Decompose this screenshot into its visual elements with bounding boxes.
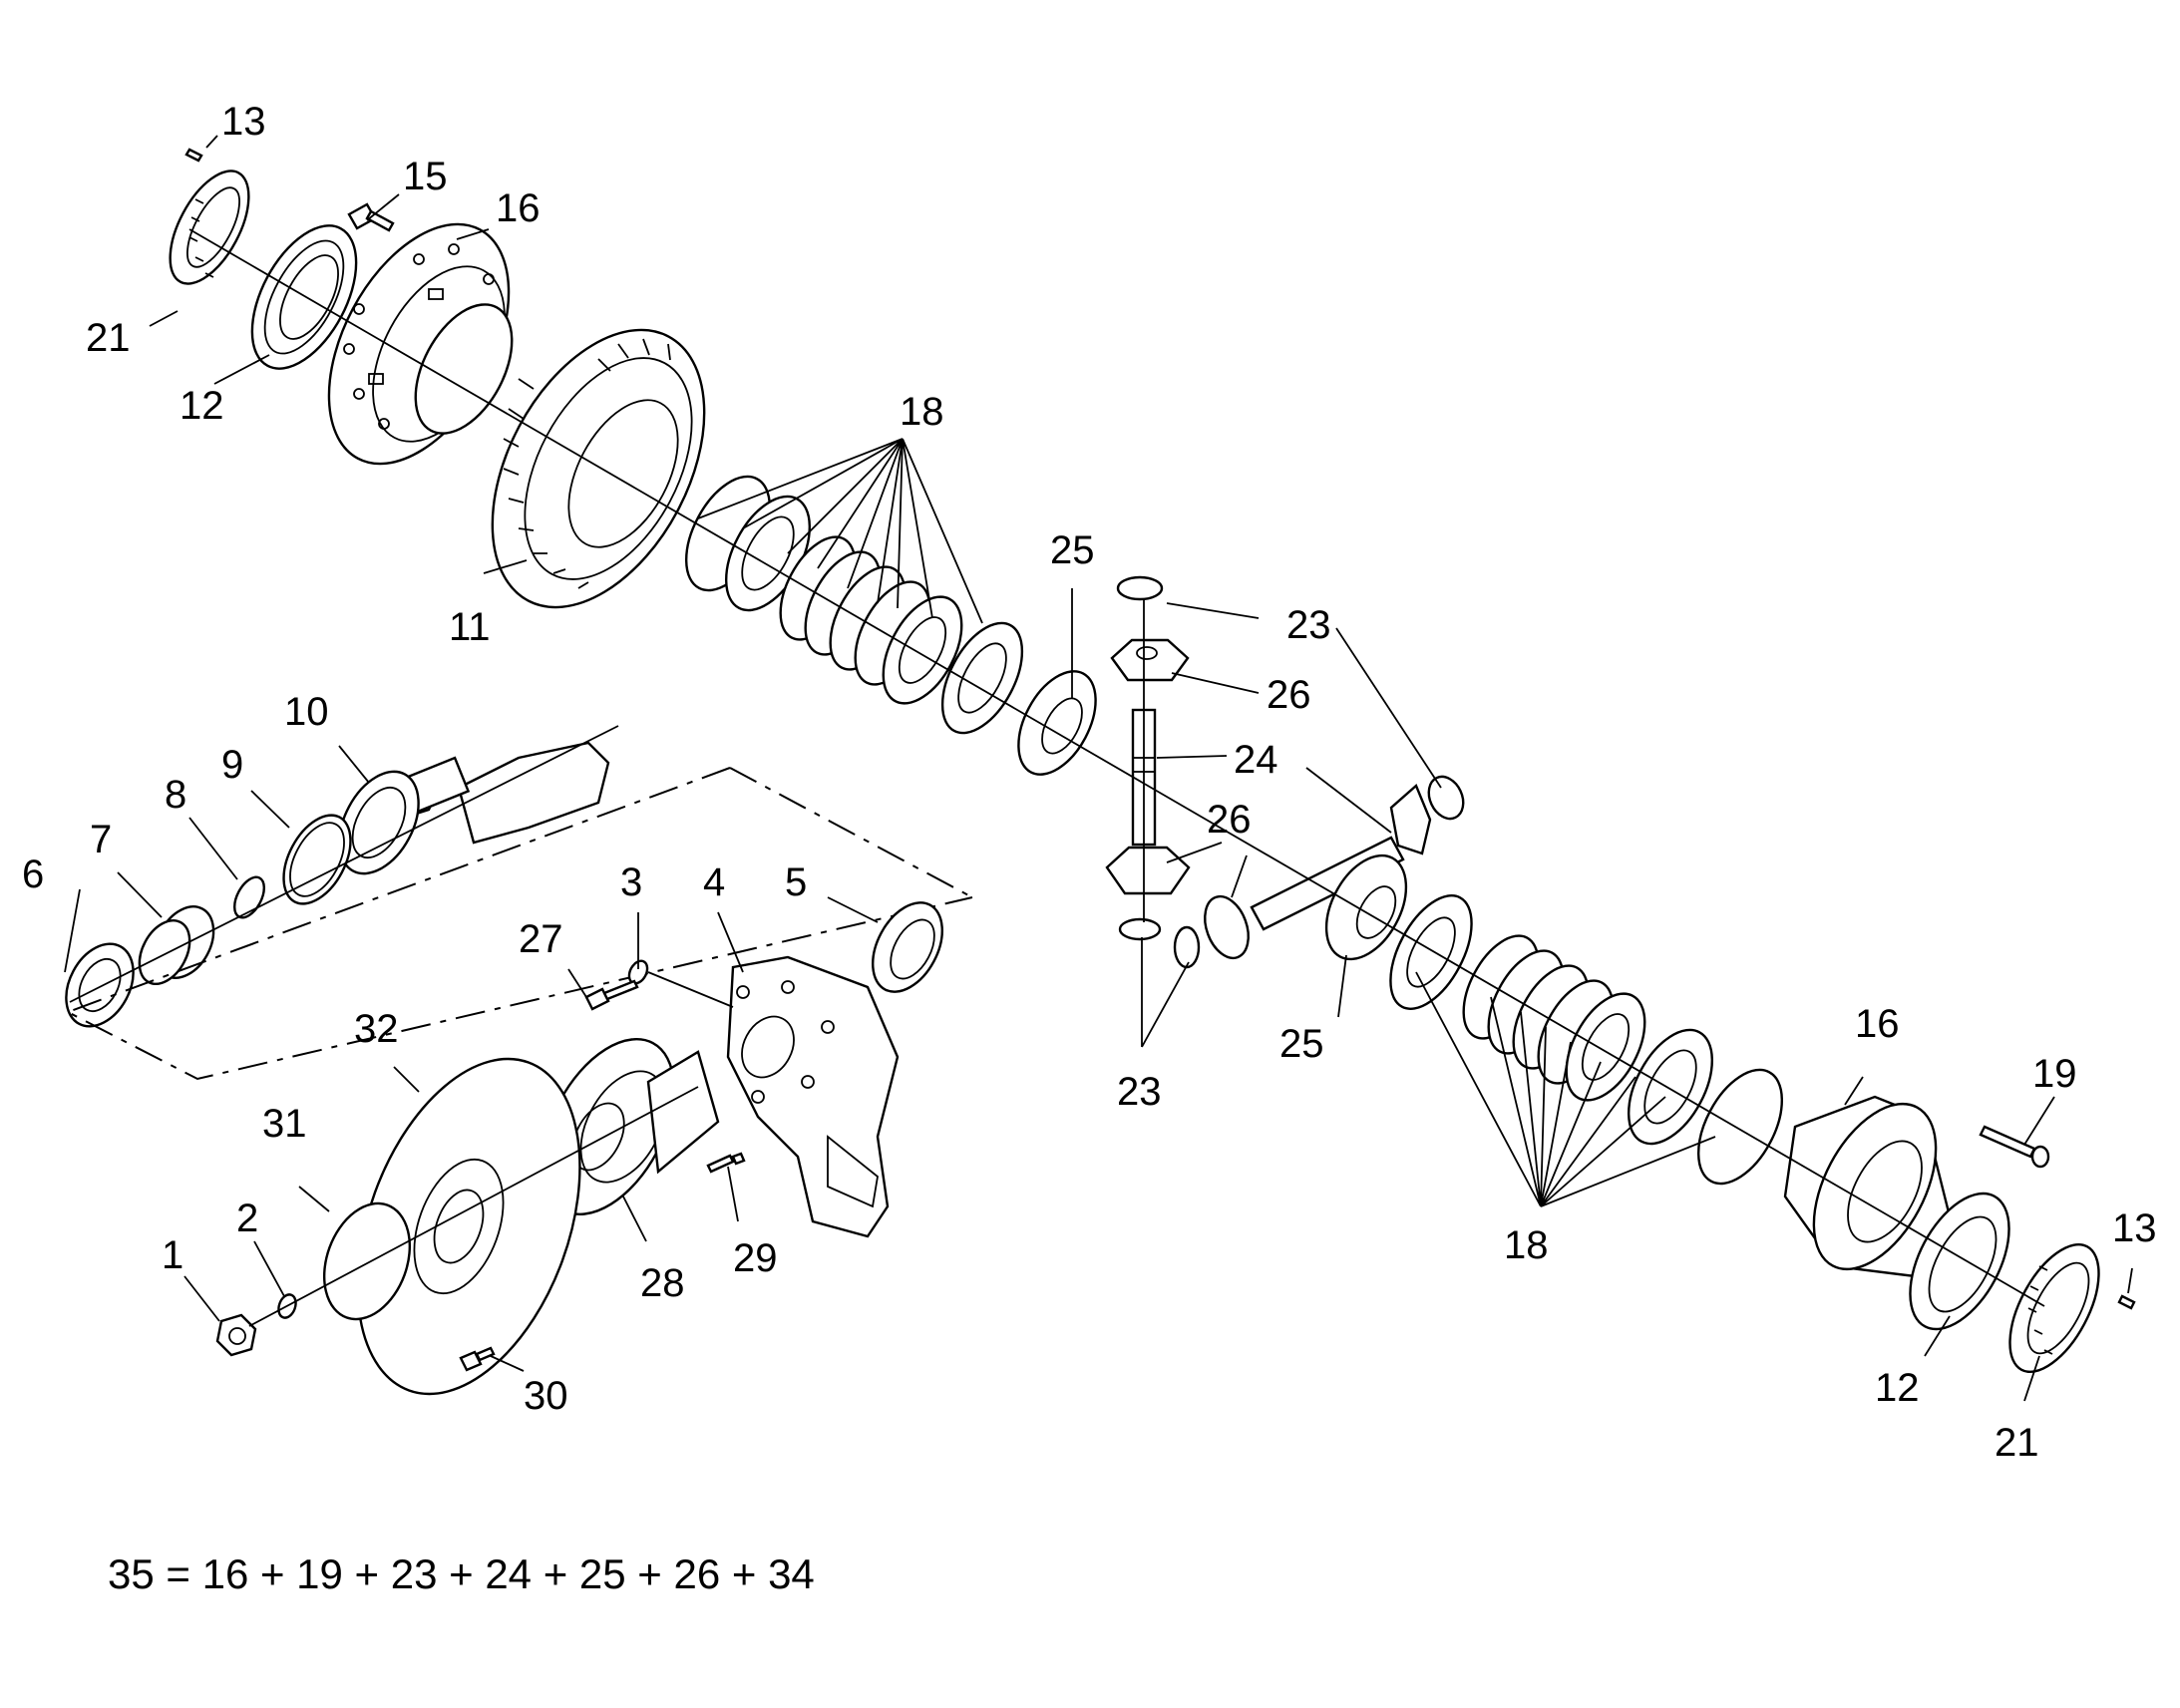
label-23-top: 23 (1286, 603, 1331, 647)
pinion-gear-side-left (1204, 894, 1250, 960)
thrust-washer-lower (1118, 917, 1162, 941)
bolt-29 (706, 1152, 746, 1174)
thrust-washer-side-right (1427, 775, 1465, 821)
kit-composition-formula: 35 = 16 + 19 + 23 + 24 + 25 + 26 + 34 (108, 1550, 815, 1597)
brake-disc-32 (356, 1057, 581, 1396)
pinion-gear-upper (1110, 638, 1190, 682)
label-1: 1 (162, 1233, 183, 1277)
label-28: 28 (640, 1261, 685, 1305)
differential-case-half-left (327, 222, 514, 466)
label-16-top: 16 (496, 186, 541, 230)
pinion-gear-side-right (1389, 783, 1432, 855)
washer-8 (233, 875, 265, 919)
pinion-gear-lower (1105, 846, 1191, 895)
label-21-top: 21 (86, 316, 131, 360)
snap-ring-9 (282, 814, 352, 905)
label-5: 5 (785, 860, 807, 904)
label-24: 24 (1234, 738, 1278, 782)
seal-5 (872, 901, 943, 993)
label-19: 19 (2032, 1052, 2077, 1096)
differential-case-half-right (1783, 1095, 1957, 1278)
label-13-right: 13 (2112, 1206, 2157, 1250)
label-25-lower: 25 (1279, 1022, 1324, 1066)
lock-pin-right (2117, 1294, 2136, 1310)
side-gear-lower (1324, 854, 1408, 961)
bolt-30 (459, 1346, 496, 1372)
label-26-top: 26 (1267, 673, 1311, 717)
label-12-top: 12 (180, 384, 224, 428)
pinion-bearing-6 (65, 942, 135, 1028)
label-21-right: 21 (1995, 1421, 2039, 1465)
clutch-pack-lower (1389, 894, 1784, 1186)
label-6: 6 (22, 853, 44, 896)
label-26-mid: 26 (1207, 798, 1252, 842)
label-11: 11 (449, 605, 491, 649)
label-13-top: 13 (221, 100, 266, 144)
dust-shield-31 (322, 1201, 412, 1321)
main-axis-line (188, 228, 2045, 1307)
leader-lines (64, 135, 2133, 1402)
carrier-bracket-4 (726, 955, 900, 1238)
label-29: 29 (733, 1236, 778, 1280)
label-30: 30 (524, 1374, 568, 1418)
lock-pin-left (184, 148, 203, 163)
flange-axis-line (248, 1086, 699, 1327)
bearing-adjuster-ring-left (169, 170, 250, 285)
drive-pinion-gear (397, 741, 610, 845)
label-31: 31 (262, 1102, 307, 1146)
label-18-top: 18 (900, 390, 944, 434)
pinion-group-boundary (65, 767, 973, 1081)
bearing-adjuster-ring-right (2008, 1242, 2100, 1374)
label-3: 3 (620, 860, 642, 904)
side-gear-upper (1017, 670, 1097, 776)
label-2: 2 (236, 1196, 258, 1240)
label-8: 8 (165, 773, 186, 817)
thrust-washer-upper (1116, 575, 1164, 601)
pinion-axis-line (69, 725, 619, 1003)
label-10: 10 (284, 690, 329, 734)
bolt-27 (584, 979, 639, 1011)
thrust-washer-side-left (1173, 925, 1201, 969)
label-25-top: 25 (1050, 528, 1095, 572)
label-15: 15 (403, 155, 448, 198)
label-9: 9 (221, 743, 243, 787)
bracket-axis-line (647, 971, 734, 1008)
label-18-lower: 18 (1504, 1223, 1549, 1267)
tapered-bearing-left (250, 224, 358, 370)
part-labels: 13 15 16 21 12 18 25 11 23 26 10 24 9 8 … (22, 100, 2157, 1465)
label-27: 27 (519, 917, 563, 961)
label-32: 32 (354, 1007, 399, 1051)
label-23-lower: 23 (1117, 1070, 1162, 1114)
bolt-19 (1979, 1125, 2050, 1169)
clutch-pack-upper (684, 475, 1024, 735)
label-4: 4 (703, 860, 725, 904)
label-12-right: 12 (1875, 1366, 1920, 1410)
ring-gear (491, 328, 706, 609)
tapered-bearing-right (1909, 1192, 2010, 1331)
label-7: 7 (90, 818, 112, 861)
flange-nut-1 (215, 1313, 257, 1357)
label-16-right: 16 (1855, 1002, 1900, 1046)
spacer-7 (138, 905, 215, 985)
